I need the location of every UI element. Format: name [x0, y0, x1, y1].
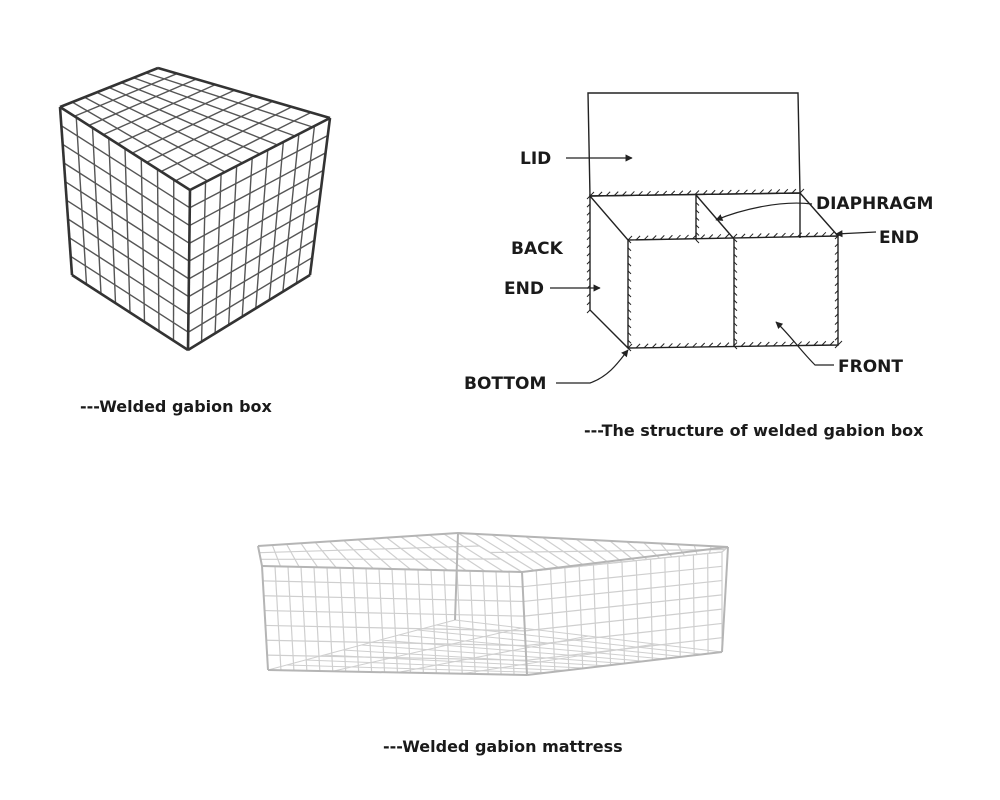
gabion-box-caption: ---Welded gabion box	[80, 397, 272, 416]
gabion-mattress-wire-mesh	[257, 532, 729, 676]
bottom-leader	[556, 349, 629, 384]
structure-diagram: LID DIAPHRAGM END BACK END BOTTOM FRONT	[464, 92, 933, 394]
label-back: BACK	[511, 239, 564, 259]
structure-caption: ---The structure of welded gabion box	[584, 421, 924, 440]
label-front: FRONT	[838, 357, 903, 377]
label-lid: LID	[520, 149, 551, 169]
label-end-left: END	[504, 279, 544, 299]
gabion-mattress-image	[257, 532, 729, 676]
gabion-box-wire-mesh	[58, 66, 332, 352]
diaphragm-leader	[715, 202, 813, 221]
label-diaphragm: DIAPHRAGM	[816, 194, 933, 214]
front-leader	[775, 321, 834, 366]
hatch-marks	[586, 188, 843, 352]
gabion-box-image	[58, 66, 332, 352]
label-bottom: BOTTOM	[464, 374, 546, 394]
gabion-mattress-caption: ---Welded gabion mattress	[383, 737, 623, 756]
end-right-leader	[835, 230, 877, 238]
label-end-right: END	[879, 228, 919, 248]
structure-outline	[587, 92, 839, 350]
